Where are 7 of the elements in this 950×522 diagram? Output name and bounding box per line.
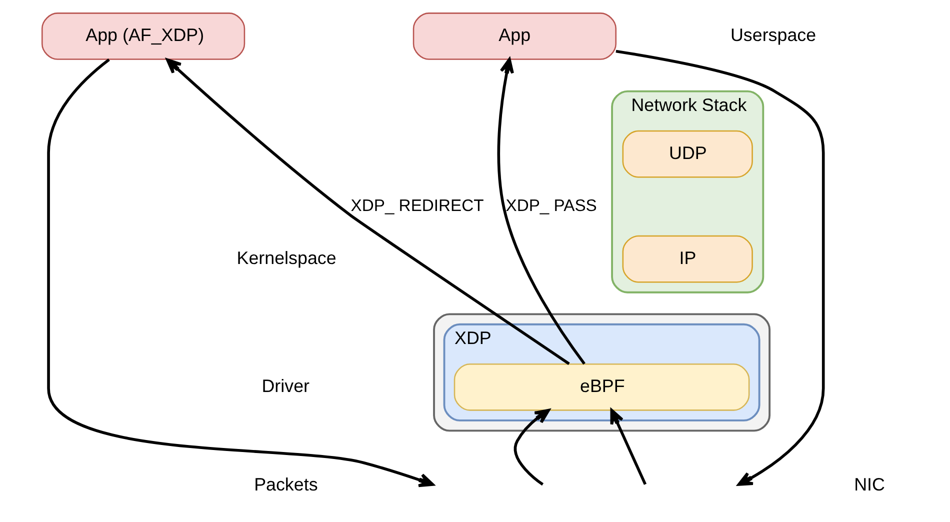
label: Driver xyxy=(262,376,310,396)
label: Kernelspace xyxy=(236,248,336,268)
label: NIC xyxy=(854,474,885,494)
label: Userspace xyxy=(730,24,816,45)
edge-label: XDP_ REDIRECT xyxy=(350,196,484,215)
edge-label: XDP_ PASS xyxy=(506,196,597,215)
label: Packets xyxy=(254,474,318,494)
